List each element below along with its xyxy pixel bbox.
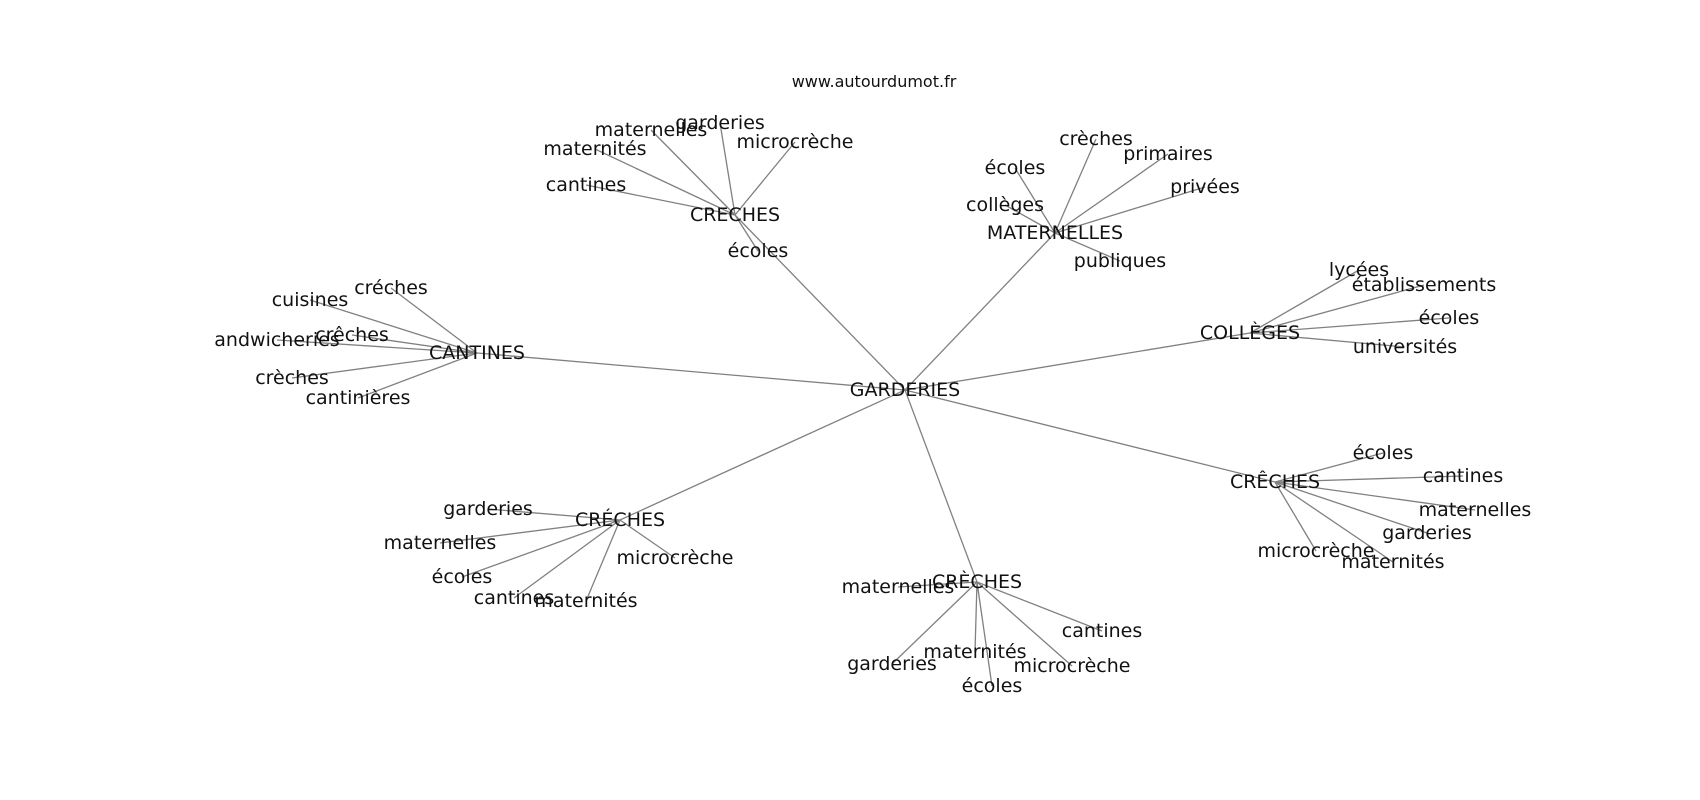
edge-creches-maternelles	[897, 581, 978, 588]
leaf-node-creches-maternelles: maternelles	[595, 119, 708, 141]
leaf-node-cantines-creches: crèches	[255, 367, 329, 389]
branch-node-cantines: CANTINES	[429, 342, 525, 364]
leaf-node-creches-microcreche: microcrèche	[1258, 540, 1375, 562]
branch-node-creches: CRÊCHES	[1230, 470, 1320, 493]
edge-creches-microcreche	[976, 581, 1073, 667]
leaf-node-creches-cantines: cantines	[1423, 465, 1504, 487]
edge-creches-ecoles	[461, 519, 621, 578]
edge-creches-garderies	[1274, 481, 1428, 534]
leaf-node-maternelles-creches: crèches	[1059, 128, 1133, 150]
edge-root-colleges	[904, 332, 1251, 391]
leaf-node-creches-maternites: maternités	[1341, 551, 1444, 573]
branch-node-creches: CRECHES	[690, 204, 780, 226]
root-node-label: GARDERIES	[850, 379, 960, 401]
edge-creches-maternelles	[650, 129, 736, 216]
edge-colleges-universites	[1249, 332, 1406, 348]
edge-creches-maternites	[974, 581, 978, 653]
edge-root-creches	[619, 389, 906, 521]
leaf-node-maternelles-privees: privées	[1170, 176, 1240, 198]
edge-maternelles-publiques	[1054, 232, 1121, 262]
leaf-node-cantines-andwicheries: andwicheries	[214, 329, 339, 351]
leaf-node-creches-maternites: maternités	[923, 641, 1026, 663]
edge-maternelles-privees	[1054, 186, 1206, 234]
edge-maternelles-ecoles	[1014, 167, 1056, 234]
edge-creches-maternites	[585, 519, 621, 602]
leaf-node-cantines-creches: crêches	[315, 324, 389, 346]
leaf-node-creches-cantines: cantines	[1062, 620, 1143, 642]
leaf-node-creches-ecoles: écoles	[728, 240, 789, 262]
leaf-node-colleges-universites: universités	[1353, 336, 1457, 358]
edge-creches-microcreche	[619, 519, 676, 559]
edge-maternelles-colleges	[1004, 204, 1056, 234]
edge-colleges-etablissements	[1249, 284, 1425, 334]
leaf-node-creches-maternites: maternités	[543, 138, 646, 160]
leaf-node-creches-maternelles: maternelles	[1419, 499, 1532, 521]
edge-creches-ecoles	[976, 581, 993, 687]
edge-root-creches	[904, 389, 978, 583]
leaf-node-cantines-creches: créches	[354, 277, 428, 299]
leaf-node-creches-maternelles: maternelles	[384, 532, 497, 554]
edge-creches-garderies	[719, 122, 736, 216]
leaf-node-colleges-lycees: lycées	[1329, 259, 1389, 281]
edge-root-creches	[734, 214, 906, 391]
branch-node-colleges: COLLÈGES	[1200, 321, 1300, 344]
leaf-node-creches-maternites: maternités	[534, 590, 637, 612]
edge-creches-maternites	[594, 148, 736, 216]
edge-creches-ecoles	[1274, 452, 1384, 483]
branch-node-creches: CRÈCHES	[932, 570, 1022, 593]
edge-creches-garderies	[487, 508, 621, 521]
leaf-node-maternelles-publiques: publiques	[1074, 250, 1166, 272]
edge-cantines-cuisines	[309, 299, 478, 354]
leaf-node-maternelles-ecoles: écoles	[985, 157, 1046, 179]
leaf-node-colleges-ecoles: écoles	[1419, 307, 1480, 329]
edge-creches-cantines	[585, 184, 736, 216]
edge-cantines-cantinieres	[357, 352, 478, 399]
edge-colleges-ecoles	[1249, 317, 1450, 334]
edge-creches-maternelles	[1274, 481, 1476, 511]
leaf-node-creches-ecoles: écoles	[962, 675, 1023, 697]
site-credit: www.autourdumot.fr	[791, 72, 957, 91]
leaf-node-creches-microcreche: microcrèche	[1014, 655, 1131, 677]
edge-creches-ecoles	[734, 214, 759, 252]
leaf-node-creches-garderies: garderies	[443, 498, 533, 520]
leaf-node-creches-garderies: garderies	[1382, 522, 1472, 544]
leaf-node-cantines-cantinieres: cantinières	[306, 387, 411, 409]
leaf-node-creches-garderies: garderies	[847, 653, 937, 675]
edge-maternelles-primaires	[1054, 153, 1169, 234]
branch-node-creches: CRÉCHES	[575, 508, 665, 531]
edge-root-maternelles	[904, 232, 1056, 391]
edge-cantines-creches	[351, 334, 478, 354]
edge-creches-cantines	[1274, 475, 1464, 483]
leaf-node-maternelles-colleges: collèges	[966, 194, 1044, 216]
leaf-node-maternelles-primaires: primaires	[1123, 143, 1213, 165]
leaf-node-creches-maternelles: maternelles	[842, 576, 955, 598]
leaf-node-creches-ecoles: écoles	[432, 566, 493, 588]
edge-creches-cantines	[976, 581, 1103, 632]
edge-root-cantines	[476, 352, 906, 391]
branch-node-maternelles: MATERNELLES	[987, 222, 1123, 244]
leaf-node-colleges-etablissements: établissements	[1352, 274, 1496, 296]
leaf-node-creches-cantines: cantines	[546, 174, 627, 196]
edge-root-creches	[904, 389, 1276, 483]
edge-creches-garderies	[891, 581, 978, 665]
leaf-node-cantines-cuisines: cuisines	[272, 289, 349, 311]
leaf-node-creches-cantines: cantines	[474, 587, 555, 609]
leaf-node-creches-microcreche: microcrèche	[617, 547, 734, 569]
leaf-node-creches-garderies: garderies	[675, 112, 765, 134]
leaf-node-creches-ecoles: écoles	[1353, 442, 1414, 464]
edge-creches-microcreche	[734, 141, 796, 216]
edge-cantines-creches	[390, 287, 478, 354]
edge-creches-maternites	[1274, 481, 1394, 563]
leaf-node-creches-microcreche: microcrèche	[737, 131, 854, 153]
edge-creches-maternelles	[439, 519, 621, 544]
edge-colleges-lycees	[1249, 269, 1360, 334]
edge-creches-microcreche	[1274, 481, 1317, 552]
edge-cantines-creches	[291, 352, 478, 379]
edge-maternelles-creches	[1054, 138, 1097, 234]
edge-cantines-andwicheries	[276, 339, 478, 354]
edge-creches-cantines	[513, 519, 621, 599]
